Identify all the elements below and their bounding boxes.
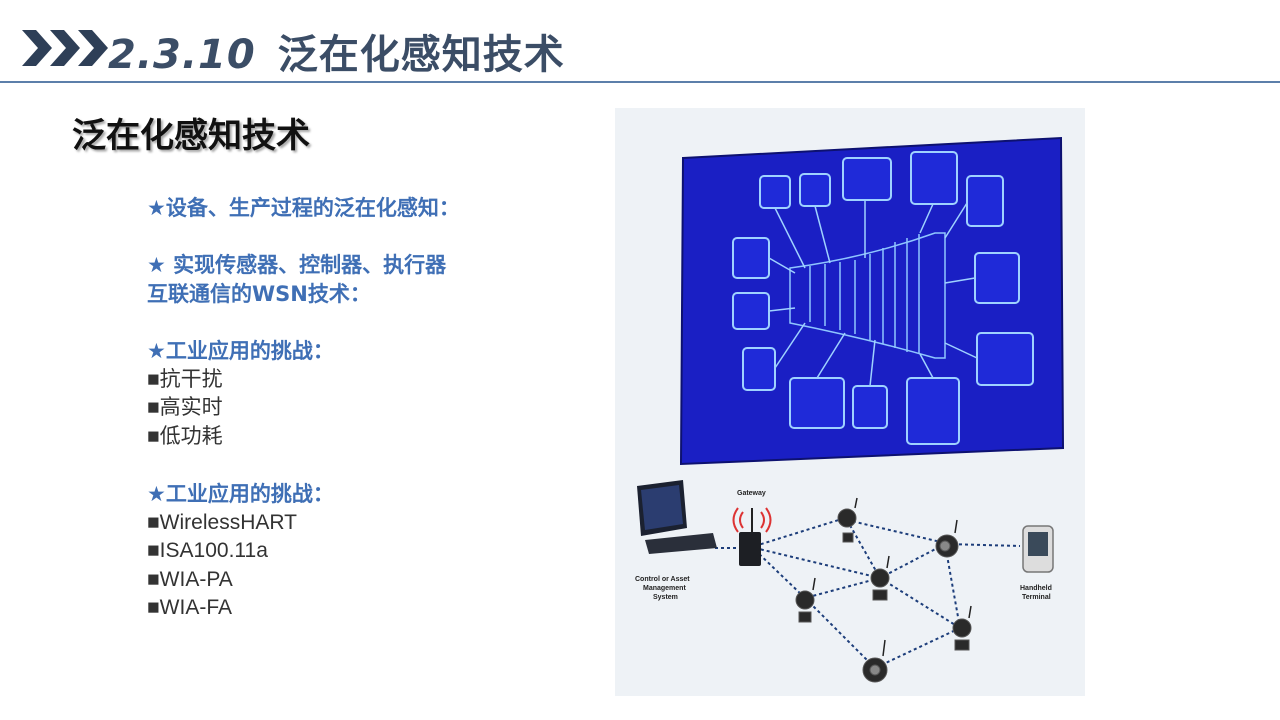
computer-icon [637,480,717,554]
section-perception: ★设备、生产过程的泛在化感知： [147,196,460,220]
handheld-device-icon [1022,525,1054,573]
standard-item: ■WIA-PA [147,567,233,591]
standard-item: ■WIA-FA [147,596,233,620]
control-label-1: Control or Asset [635,576,690,583]
gateway-label: Gateway [737,490,766,497]
standard-item: ■WirelessHART [147,510,297,534]
control-label-2: Management [643,585,686,592]
control-label-3: System [653,594,678,601]
challenges-heading: ★工业应用的挑战： [147,338,334,363]
dashboard-widgets [732,151,1034,445]
turbine-graphic [789,232,946,359]
handheld-label-2: Terminal [1022,594,1051,601]
wsn-illustration: Control or Asset Management System Gatew… [615,108,1085,696]
gateway-icon [732,507,772,566]
section-wsn-line2: 互联通信的WSN技术： [147,281,371,306]
challenge-item: ■低功耗 [147,424,223,448]
challenge-item: ■高实时 [147,396,223,420]
standard-item: ■ISA100.11a [147,539,268,563]
section-title: 泛在化感知技术 [277,32,565,78]
section-number: 2.3.10 [108,32,256,78]
chevron-arrows-icon [22,30,108,66]
slide-subtitle: 泛在化感知技术 [72,116,310,156]
standards-heading: ★工业应用的挑战： [147,481,334,506]
content-body: ★设备、生产过程的泛在化感知： ★ 实现传感器、控制器、执行器 互联通信的WSN… [147,194,587,623]
section-wsn-line1: ★ 实现传感器、控制器、执行器 [147,253,447,278]
handheld-label-1: Handheld [1020,585,1052,592]
header-divider [0,81,1280,83]
challenge-item: ■抗干扰 [147,367,223,391]
sensor-node-icons [795,508,972,683]
page-title: 2.3.10 泛在化感知技术 [108,22,565,80]
